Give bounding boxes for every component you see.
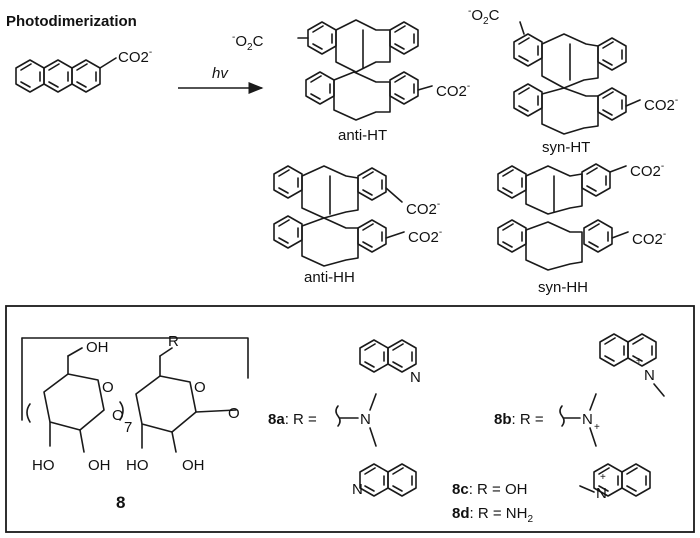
host-label-oh-1: OH [86, 339, 109, 356]
host-label-o-ring-2: O [194, 379, 206, 396]
label-8b: 8b: R = [494, 411, 544, 428]
scheme-title: Photodimerization [6, 13, 137, 30]
product-label-anti-ht: anti-HT [338, 127, 387, 144]
host-repeat-count: 7 [124, 419, 132, 436]
label-8c: 8c: R = OH [452, 481, 527, 498]
product-syn-ht: -O2C CO2- syn-HT [468, 6, 678, 156]
reactant-anthracene [15, 57, 117, 93]
substituent-8b: 8b: R = N + N + N + [494, 333, 665, 502]
product-label-syn-ht: syn-HT [542, 139, 590, 156]
charge-plus-top: + [636, 356, 642, 367]
host-label-ho-1: HO [32, 457, 55, 474]
atom-n-quinoline-top: N [410, 369, 421, 386]
reactant-co2-label: CO2- [118, 47, 152, 66]
anti-hh-co2-top: CO2- [406, 199, 440, 218]
atom-n-quinoline-bottom: N [352, 481, 363, 498]
product-anti-ht: -O2C CO2- anti-HT [232, 19, 470, 144]
atom-n-quinolinium-bottom: N [596, 485, 607, 502]
syn-hh-co2-top: CO2- [630, 161, 664, 180]
atom-n-8a: N [360, 411, 371, 428]
host-label-o-ring-1: O [102, 379, 114, 396]
host-label-oh-2: OH [88, 457, 111, 474]
arrow-label: hv [212, 65, 229, 82]
product-label-anti-hh: anti-HH [304, 269, 355, 286]
host-guest-panel [5, 305, 695, 533]
product-anti-hh: CO2- CO2- anti-HH [273, 165, 442, 286]
charge-plus-bottom: + [600, 472, 606, 483]
label-8a: 8a: R = [268, 411, 317, 428]
syn-ht-co2-top: -O2C [468, 6, 500, 27]
host-label-ho-2: HO [126, 457, 149, 474]
substituent-8a: 8a: R = N N N [268, 339, 421, 498]
syn-hh-co2-bottom: CO2- [632, 229, 666, 248]
product-label-syn-hh: syn-HH [538, 279, 588, 296]
anti-hh-co2-bottom: CO2- [408, 227, 442, 246]
host-label-o-right: O [228, 405, 240, 422]
product-syn-hh: CO2- CO2- syn-HH [497, 161, 666, 296]
host-label-oh-3: OH [182, 457, 205, 474]
charge-plus-8b: + [594, 422, 600, 433]
label-8d: 8d: R = NH2 [452, 505, 533, 525]
atom-n-8b: N [582, 411, 593, 428]
host-label-o-link: O [112, 407, 124, 424]
host-label-r: R [168, 333, 179, 350]
cyclodextrin-8: OH O HO OH 7 O R O O HO OH 8 [21, 333, 249, 512]
anti-ht-co2-bottom: CO2- [436, 81, 470, 100]
atom-n-quinolinium-top: N [644, 367, 655, 384]
compound-number-8: 8 [116, 493, 125, 512]
anti-ht-co2-top: -O2C [232, 32, 264, 53]
syn-ht-co2-bottom: CO2- [644, 95, 678, 114]
